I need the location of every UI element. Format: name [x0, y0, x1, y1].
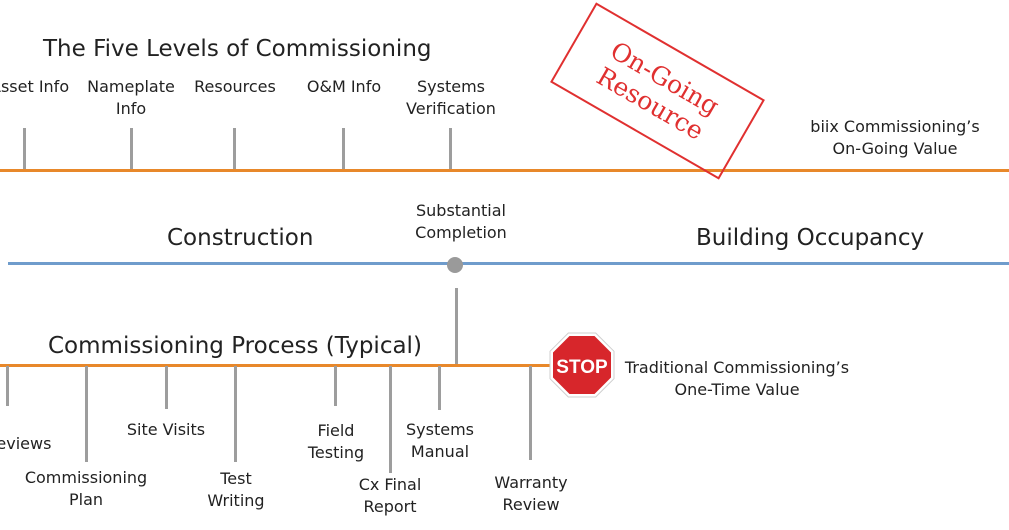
- level-tick: [233, 128, 236, 170]
- step-tick: [529, 366, 532, 460]
- step-tick: [165, 366, 168, 409]
- step-tick: [389, 366, 392, 473]
- level-tick: [130, 128, 133, 170]
- process-line: [0, 364, 553, 367]
- level-tick: [342, 128, 345, 170]
- level-tick: [23, 128, 26, 170]
- milestone-connector: [455, 288, 458, 365]
- step-tick: [438, 366, 441, 410]
- phase-construction: Construction: [167, 225, 314, 251]
- step-tick: [85, 366, 88, 462]
- levels-line: [0, 169, 1009, 172]
- step-label-reviews: Reviews: [0, 434, 52, 453]
- level-label-resources: Resources: [194, 77, 276, 96]
- process-title: Commissioning Process (Typical): [48, 333, 422, 359]
- step-tick: [234, 366, 237, 462]
- step-label-site-visits: Site Visits: [126, 420, 206, 439]
- level-tick: [449, 128, 452, 170]
- substantial-completion-marker: [447, 257, 463, 273]
- diagram-title: The Five Levels of Commissioning: [43, 36, 432, 62]
- step-tick: [334, 366, 337, 406]
- project-timeline: [8, 262, 1009, 265]
- step-tick: [6, 366, 9, 406]
- stop-sign-icon: STOP: [549, 332, 615, 398]
- ongoing-resource-stamp: On-Going Resource: [550, 2, 765, 180]
- level-label-om-info: O&M Info: [306, 77, 382, 96]
- phase-building-occupancy: Building Occupancy: [696, 225, 925, 251]
- stop-sign-text: STOP: [556, 357, 608, 378]
- level-label-asset-info: Asset Info: [0, 77, 70, 96]
